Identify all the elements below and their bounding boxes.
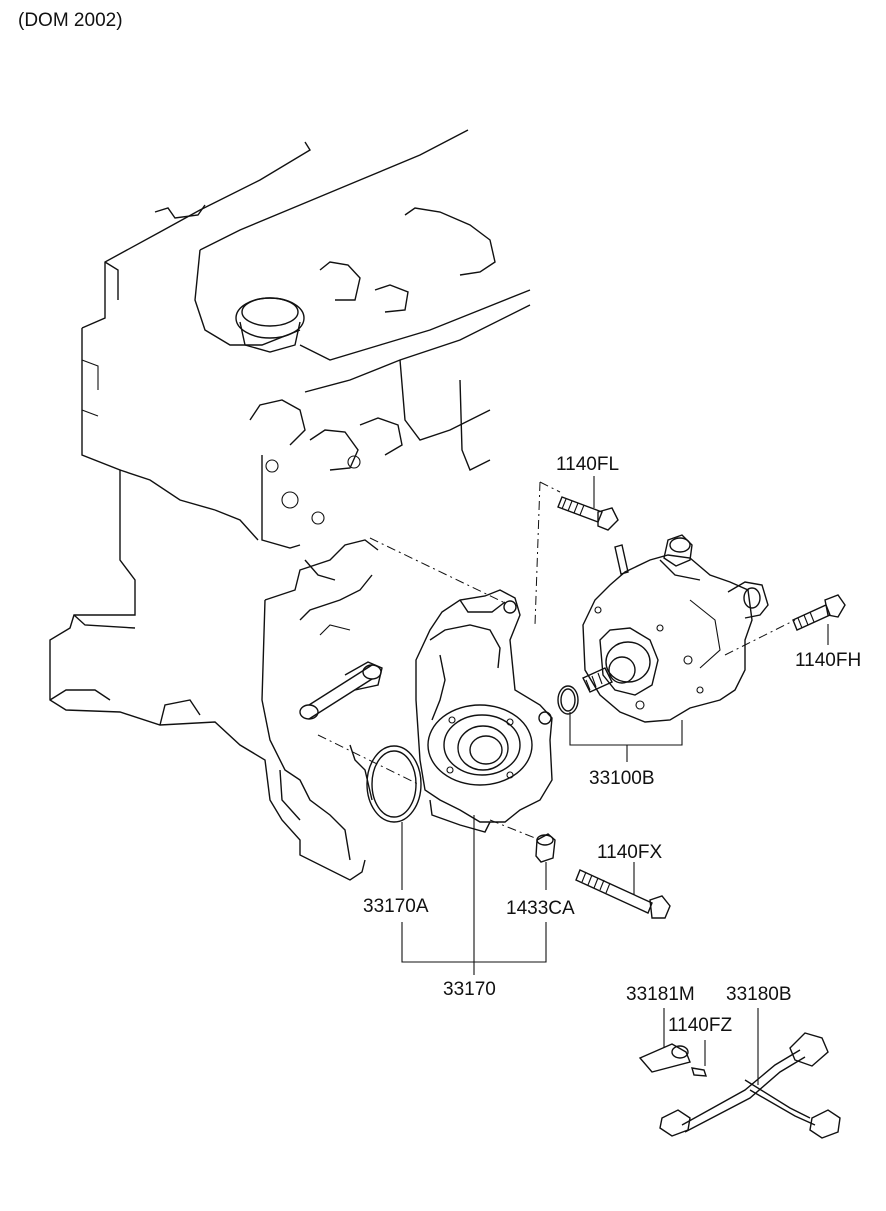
label-33181m: 33181M <box>626 984 695 1005</box>
pump-bracket-illustration <box>366 589 556 863</box>
label-1140fz: 1140FZ <box>668 1015 732 1036</box>
label-1140fh: 1140FH <box>795 650 861 671</box>
engine-block-illustration <box>49 129 541 881</box>
bolt-1140fl-illustration <box>534 481 619 626</box>
bolt-1140fh-illustration <box>792 594 846 631</box>
model-caption: (DOM 2002) <box>18 10 123 31</box>
label-33170: 33170 <box>443 979 496 1000</box>
label-1433ca: 1433CA <box>506 898 575 919</box>
bolt-1140fx-illustration <box>575 869 671 919</box>
label-1140fx: 1140FX <box>597 842 662 863</box>
label-33100b: 33100B <box>589 768 655 789</box>
fuel-pump-illustration <box>557 534 796 723</box>
label-33180b: 33180B <box>726 984 792 1005</box>
label-1140fl: 1140FL <box>556 454 619 475</box>
leader-lines <box>401 476 829 1085</box>
wiring-harness-illustration <box>638 1032 841 1139</box>
label-33170a: 33170A <box>363 896 429 917</box>
